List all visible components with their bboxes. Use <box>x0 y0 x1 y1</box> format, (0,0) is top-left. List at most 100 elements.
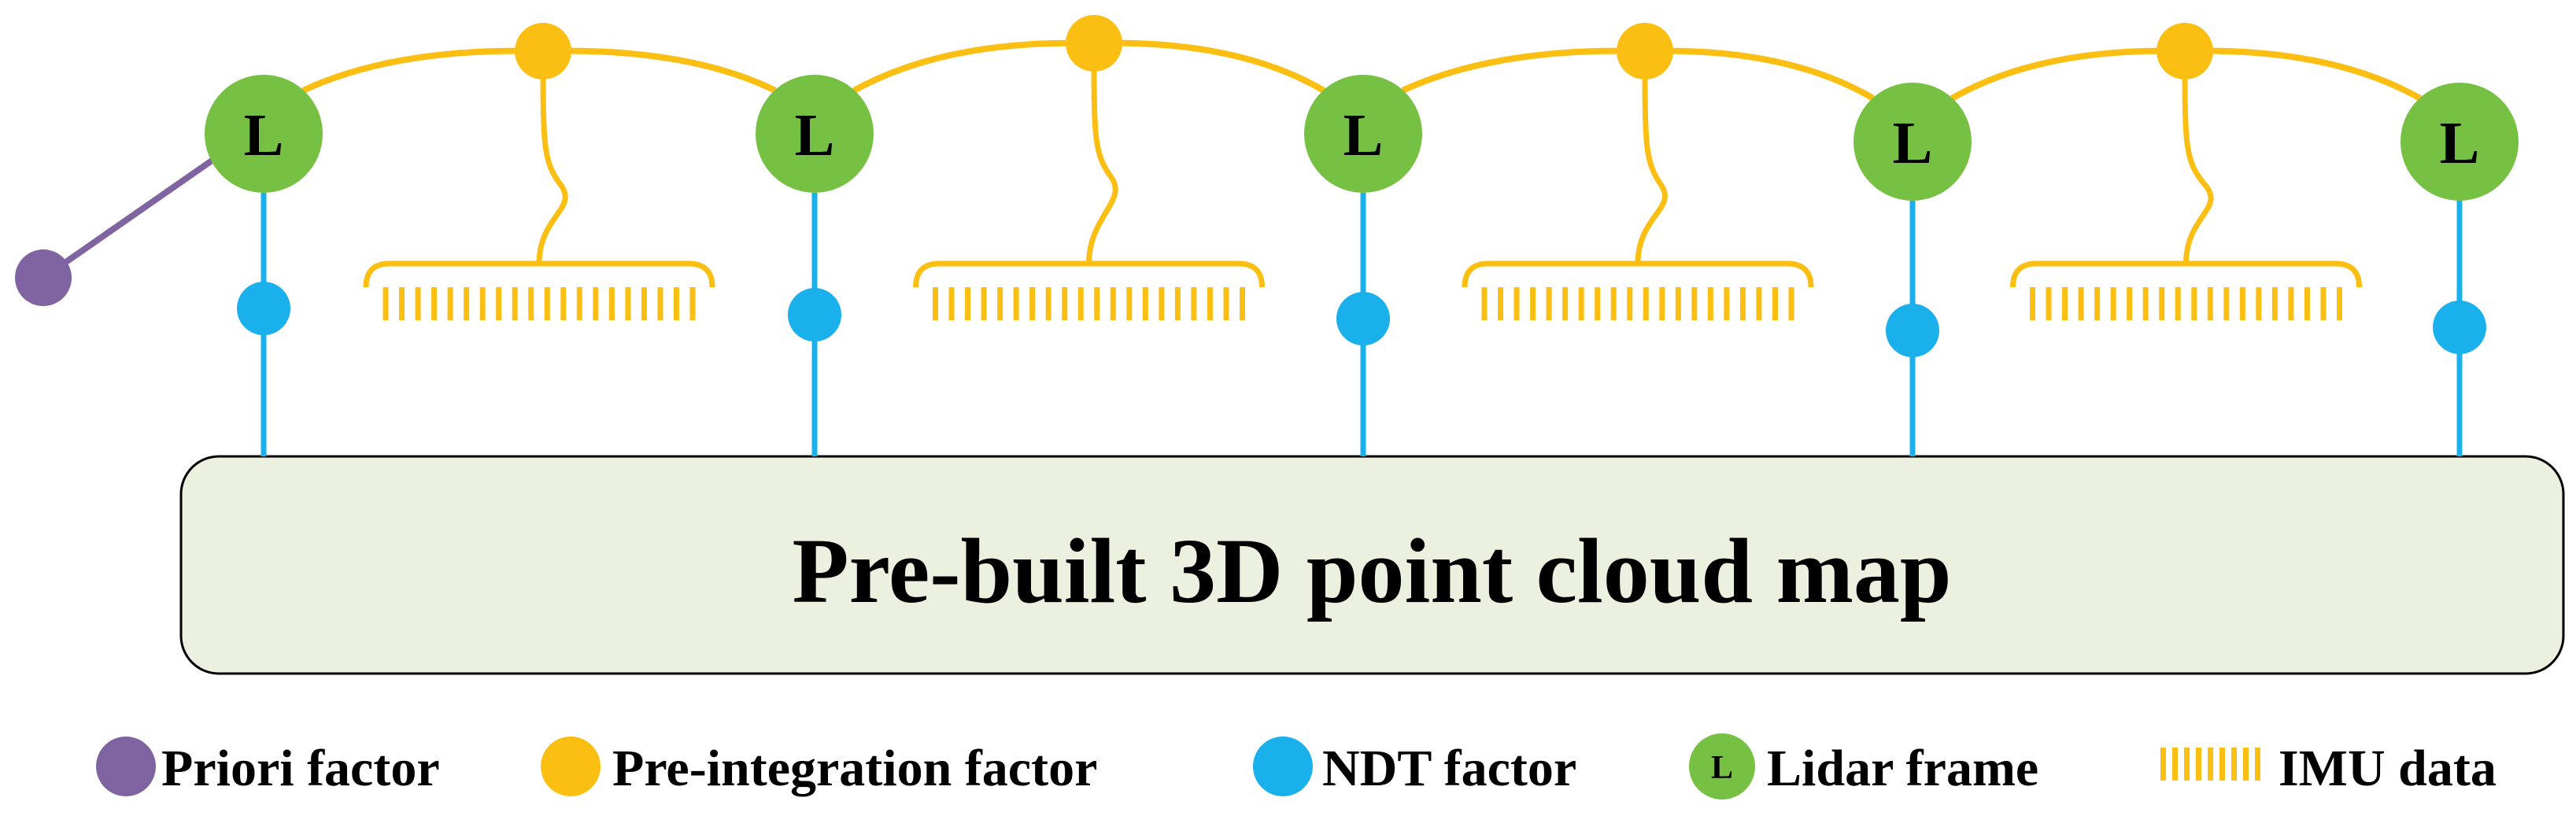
imu-tick <box>2142 287 2149 320</box>
imu-tick <box>560 287 567 320</box>
lidar-frame-label: L <box>244 102 284 168</box>
legend-imu-tick <box>2208 748 2213 781</box>
imu-tick <box>2030 287 2035 320</box>
imu-data-group <box>1462 260 1814 320</box>
imu-tick <box>657 287 663 320</box>
lidar-frame-label: L <box>1893 110 1933 176</box>
imu-bracket <box>1462 260 1814 288</box>
imu-tick <box>1498 287 1504 320</box>
preintegration-factor-node <box>2157 23 2213 79</box>
preintegration-factor-node <box>1617 23 1673 79</box>
imu-tick <box>2320 287 2327 320</box>
ndt-factor-node <box>1886 304 1939 357</box>
imu-tick <box>447 287 453 320</box>
imu-tick <box>1013 287 1019 320</box>
legend-item-ndt: NDT factor <box>1253 737 1576 797</box>
imu-data-group <box>2010 260 2362 320</box>
imu-tick <box>1530 287 1536 320</box>
ndt-factor-symbol <box>1253 737 1313 796</box>
imu-tick <box>673 287 679 320</box>
imu-tick <box>496 287 502 320</box>
imu-tick <box>608 287 615 320</box>
imu-tick <box>2094 287 2101 320</box>
legend-item-imu: IMU data <box>2160 740 2497 797</box>
legend-label-lidar: Lidar frame <box>1767 740 2038 797</box>
imu-tick <box>399 287 405 320</box>
imu-link-edge <box>1635 50 1668 264</box>
ndt-factor-node <box>237 282 290 335</box>
imu-data-group <box>913 260 1265 320</box>
imu-tick <box>1062 287 1068 320</box>
imu-tick <box>1546 287 1552 320</box>
preintegration-factor-node <box>515 23 571 79</box>
imu-tick <box>1707 287 1713 320</box>
imu-tick <box>965 287 971 320</box>
imu-tick <box>2062 287 2068 320</box>
imu-tick <box>1772 287 1778 320</box>
imu-link-edge <box>536 50 568 264</box>
imu-edges <box>536 42 2214 264</box>
imu-bracket <box>2010 260 2362 288</box>
imu-tick <box>2175 287 2181 320</box>
imu-tick <box>2110 287 2116 320</box>
imu-tick <box>544 287 550 320</box>
legend-imu-tick <box>2219 748 2225 781</box>
imu-tick <box>2223 287 2230 320</box>
imu-tick <box>1094 287 1100 320</box>
imu-tick <box>1724 287 1730 320</box>
point-cloud-map: Pre-built 3D point cloud map <box>179 455 2565 675</box>
lidar-frame-symbol-letter: L <box>1711 750 1733 786</box>
imu-tick <box>1191 287 1197 320</box>
imu-bracket <box>363 260 715 288</box>
imu-tick <box>1691 287 1698 320</box>
imu-tick <box>2304 287 2310 320</box>
preintegration-factor-node <box>1066 15 1122 72</box>
imu-tick <box>1756 287 1762 320</box>
legend-label-preintegration: Pre-integration factor <box>612 740 1097 797</box>
imu-tick <box>383 287 389 320</box>
lidar-frame-label: L <box>795 102 835 168</box>
preintegration-factor-symbol <box>541 737 601 796</box>
imu-tick <box>2239 287 2245 320</box>
imu-link-edge <box>1086 42 1118 264</box>
imu-tick <box>948 287 955 320</box>
imu-bracket <box>913 260 1265 288</box>
legend-imu-tick <box>2255 748 2260 781</box>
lidar-frame-node <box>1853 83 1972 201</box>
imu-tick <box>479 287 486 320</box>
imu-tick <box>2046 287 2052 320</box>
imu-tick <box>1142 287 1148 320</box>
imu-tick <box>2288 287 2294 320</box>
lidar-frame-node <box>756 75 874 193</box>
legend-item-priori: Priori factor <box>96 737 440 797</box>
imu-tick <box>981 287 987 320</box>
lidar-frame-symbol <box>1689 733 1755 799</box>
imu-tick <box>1610 287 1617 320</box>
imu-tick <box>1627 287 1633 320</box>
imu-tick <box>1207 287 1213 320</box>
imu-tick <box>2271 287 2278 320</box>
imu-tick <box>1513 287 1520 320</box>
imu-tick <box>2207 287 2213 320</box>
imu-tick <box>1174 287 1181 320</box>
imu-tick <box>1126 287 1133 320</box>
legend-item-lidar: L Lidar frame <box>1689 733 2038 799</box>
imu-tick <box>512 287 518 320</box>
imu-data-group <box>363 260 715 320</box>
imu-tick <box>1562 287 1569 320</box>
imu-tick <box>528 287 534 320</box>
imu-tick <box>2191 287 2197 320</box>
legend-label-ndt: NDT factor <box>1322 740 1576 797</box>
imu-link-edge <box>2182 50 2214 264</box>
imu-tick <box>464 287 470 320</box>
priori-factor-symbol <box>96 737 156 796</box>
legend-imu-tick <box>2160 748 2166 781</box>
imu-tick <box>689 287 696 320</box>
legend-imu-tick <box>2172 748 2178 781</box>
lidar-frame-node <box>2400 83 2519 201</box>
priori-factor-node <box>15 249 72 306</box>
imu-tick <box>1659 287 1665 320</box>
lidar-frame-node <box>205 75 323 193</box>
legend: Priori factor Pre-integration factor NDT… <box>96 733 2497 799</box>
